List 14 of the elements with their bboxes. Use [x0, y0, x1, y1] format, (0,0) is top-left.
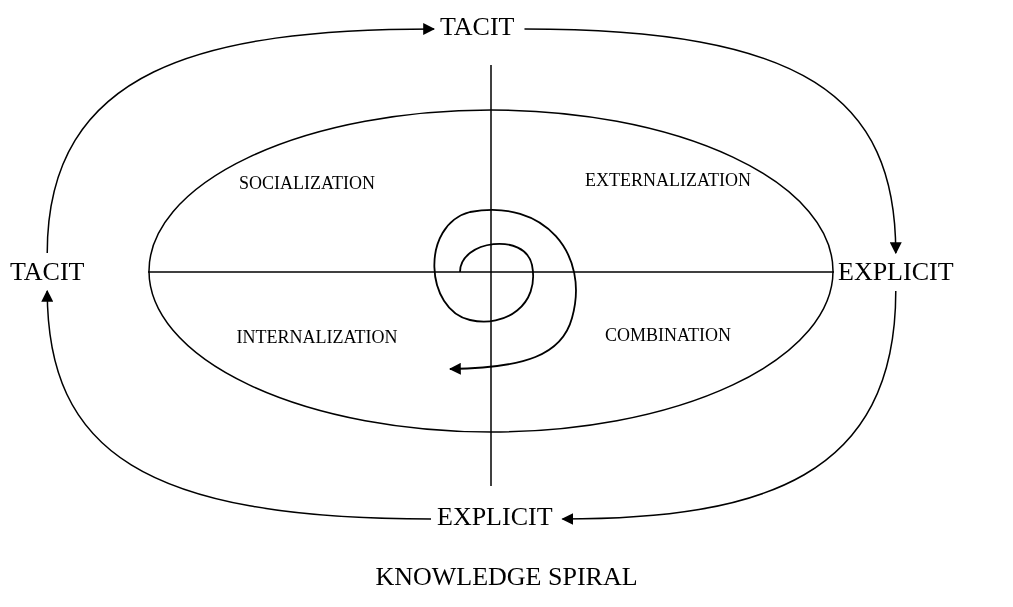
quadrant-label: EXTERNALIZATION — [585, 169, 751, 191]
quadrant-label: INTERNALIZATION — [236, 326, 398, 348]
quadrant-label: COMBINATION — [605, 324, 731, 346]
label-text: TACIT — [10, 257, 85, 287]
label-text: EXPLICIT — [838, 257, 954, 287]
curved-arrow — [561, 290, 897, 525]
label-text: EXPLICIT — [437, 502, 553, 532]
quadrant-ellipse — [148, 109, 834, 433]
quadrant-label: SOCIALIZATION — [239, 172, 375, 194]
curved-arrow — [46, 23, 436, 254]
caption: KNOWLEDGE SPIRAL — [374, 562, 639, 592]
curved-arrow — [41, 289, 432, 520]
curved-arrow — [523, 28, 902, 255]
label-text: TACIT — [440, 12, 515, 42]
